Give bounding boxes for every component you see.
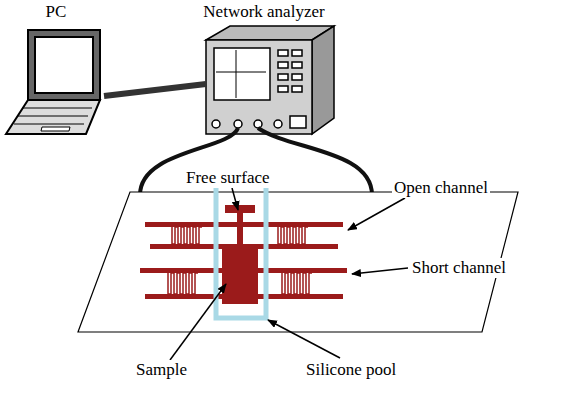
leader-lines	[170, 188, 408, 360]
analyzer-node: Network analyzer	[186, 2, 342, 136]
substrate-board	[78, 192, 518, 332]
laptop-icon	[6, 30, 100, 134]
meander-resistors	[168, 227, 312, 294]
pc-node: PC	[4, 4, 108, 136]
short-channel-label: Short channel	[410, 258, 508, 278]
silicone-pool	[216, 180, 266, 318]
silicone-pool-label: Silicone pool	[304, 360, 398, 380]
device-label: Network analyzer	[186, 2, 342, 22]
open-channel-label: Open channel	[392, 178, 490, 198]
free-surface-label: Free surface	[184, 168, 272, 188]
data-cable	[104, 84, 206, 96]
sample-label: Sample	[134, 360, 189, 380]
electrodes	[140, 205, 347, 304]
device-label: PC	[4, 2, 108, 22]
analyzer-icon	[206, 26, 334, 134]
